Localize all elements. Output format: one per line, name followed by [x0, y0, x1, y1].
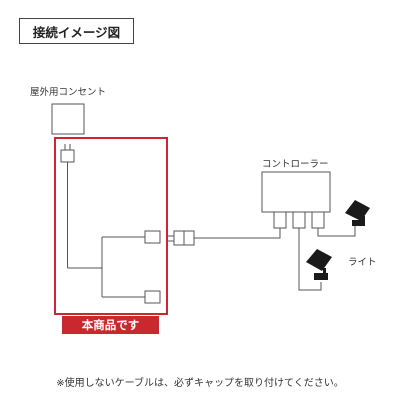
product-label: 本商品です — [62, 316, 159, 334]
output-cable-light-upper — [317, 226, 356, 237]
product-cables — [67, 162, 145, 298]
controller-body — [261, 171, 331, 213]
product-highlight-frame — [54, 137, 168, 315]
diagram-title: 接続イメージ図 — [19, 18, 134, 44]
outlet-label: 屋外用コンセント — [30, 87, 107, 98]
extension-connector — [168, 230, 195, 246]
controller-ports — [273, 211, 325, 229]
light-label: ライト — [348, 257, 377, 268]
outdoor-outlet — [51, 103, 85, 135]
controller-input-cable — [194, 228, 281, 239]
controller-label: コントローラー — [262, 159, 329, 170]
cable-connector-top — [144, 230, 161, 244]
light-fixture-lower — [306, 249, 332, 280]
cable-connector-bottom — [144, 290, 161, 304]
output-cable-light-lower — [298, 228, 322, 291]
light-fixture-upper — [345, 200, 370, 226]
power-plug — [60, 144, 75, 163]
cap-notice: ※使用しないケーブルは、必ずキャップを取り付けてください。 — [56, 378, 344, 389]
